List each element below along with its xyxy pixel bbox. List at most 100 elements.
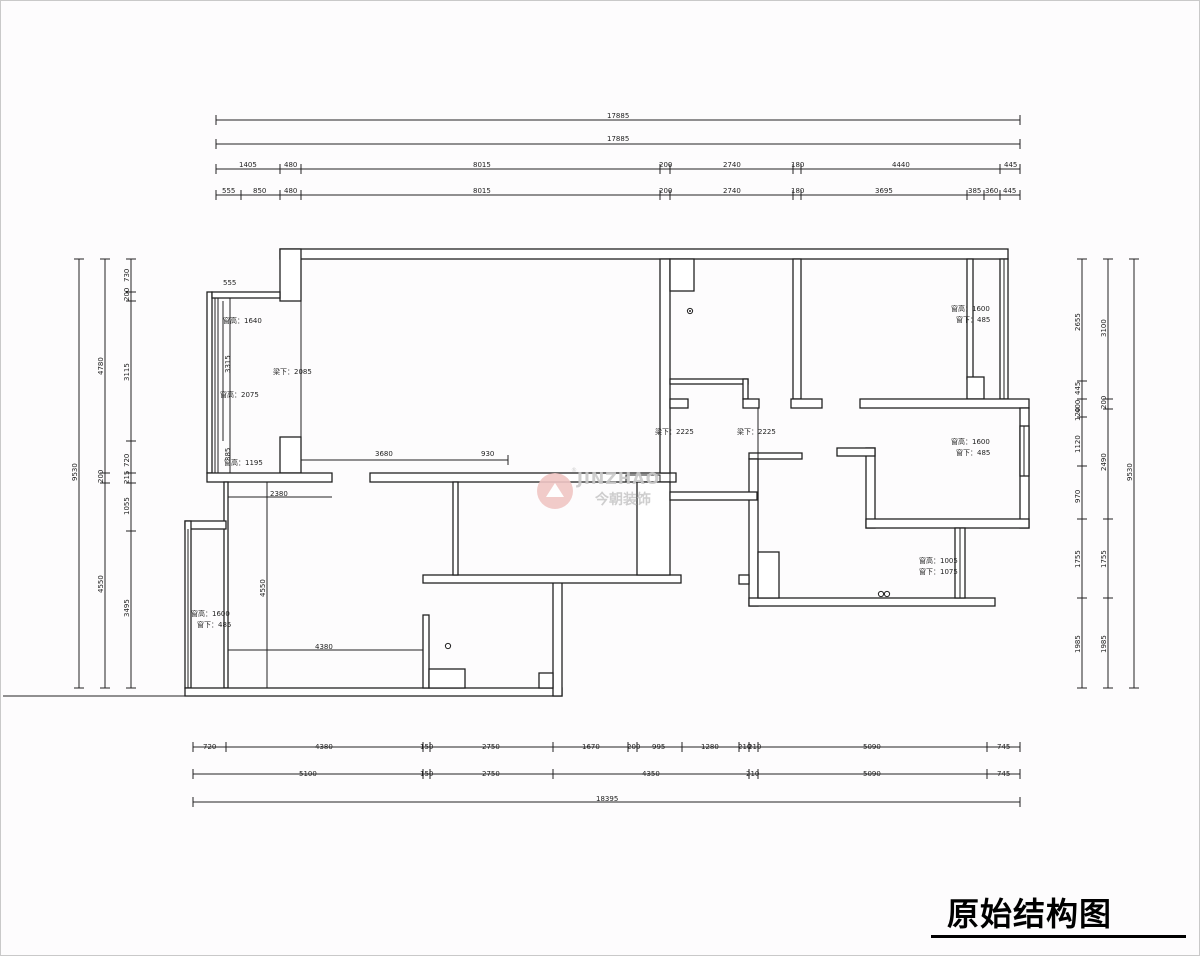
note-d-4550: 4550 bbox=[259, 579, 267, 597]
dim-bot-r1-11: 745 bbox=[997, 743, 1010, 751]
note-sill-1075: 窗下：1075 bbox=[919, 567, 958, 576]
wall-bottom-left bbox=[184, 687, 563, 697]
fixture-bath bbox=[428, 668, 466, 689]
dim-right-mid-2: 2490 bbox=[1100, 453, 1108, 471]
dim-bot-r2-6: 745 bbox=[997, 770, 1010, 778]
dim-left-mid-0: 4780 bbox=[97, 357, 105, 375]
dim-right-mid-1: 200 bbox=[1100, 396, 1108, 409]
note-beam-2225-b: 梁下：2225 bbox=[737, 427, 776, 436]
note-window-left-1600: 窗高：1600 bbox=[191, 609, 230, 618]
dim-top-r1-2: 8015 bbox=[473, 161, 491, 169]
bottom-dimension-chains: 720 4380 150 2750 1670 200 995 1280 210 … bbox=[192, 742, 1021, 807]
dim-right-mid-4: 1985 bbox=[1100, 635, 1108, 653]
dim-top-r2-8: 385 bbox=[968, 187, 981, 195]
bay-window-top bbox=[211, 291, 281, 299]
dim-right-total: 9530 bbox=[1126, 463, 1134, 481]
note-window-1640: 窗高：1640 bbox=[223, 316, 262, 325]
note-d-3680: 3680 bbox=[375, 450, 393, 458]
dim-left-mid-2: 4550 bbox=[97, 575, 105, 593]
dim-right-mid-3: 1755 bbox=[1100, 550, 1108, 568]
walls bbox=[184, 248, 1030, 697]
wall-bottom-right-left bbox=[748, 458, 759, 607]
note-window-1195: 窗高：1195 bbox=[224, 458, 263, 467]
dim-left-inner-3: 720 bbox=[123, 454, 131, 467]
dim-right-inner-0: 2655 bbox=[1074, 313, 1082, 331]
wall-kitchen-left bbox=[659, 258, 671, 474]
wall-stub-3 bbox=[790, 398, 823, 409]
dim-top-r2-0: 555 bbox=[222, 187, 235, 195]
note-window-1005: 窗高：1005 bbox=[919, 556, 958, 565]
logo-brand-cn: 今朝装饰 bbox=[595, 492, 651, 508]
dim-bot-r2-5: 5090 bbox=[863, 770, 881, 778]
wall-center-v1 bbox=[452, 481, 459, 576]
column-kitchen bbox=[669, 258, 695, 292]
note-window-right-1600: 窗高：1600 bbox=[951, 304, 990, 313]
dim-top-r1-3: 200 bbox=[659, 161, 672, 169]
wall-right-room-left bbox=[865, 447, 876, 529]
dim-top-r1-1: 480 bbox=[284, 161, 297, 169]
dim-top-total-2: 17885 bbox=[607, 135, 629, 143]
fixture-sink bbox=[538, 672, 554, 689]
note-beam-2225-a: 梁下：2225 bbox=[655, 427, 694, 436]
note-sill-left-485: 窗下：485 bbox=[197, 620, 231, 629]
dim-top-r2-4: 200 bbox=[659, 187, 672, 195]
note-d-2380: 2380 bbox=[270, 490, 288, 498]
drain-kitchen bbox=[686, 307, 694, 315]
dim-bot-r1-0: 720 bbox=[203, 743, 216, 751]
dim-right-inner-5: 970 bbox=[1074, 490, 1082, 503]
wall-left-room-bottom bbox=[206, 472, 333, 483]
dim-left-inner-0: 730 bbox=[123, 269, 131, 282]
dim-bot-r1-10: 5090 bbox=[863, 743, 881, 751]
wall-bedroom-divider bbox=[792, 258, 802, 400]
title-underline bbox=[931, 935, 1186, 938]
dim-bot-r1-3: 2750 bbox=[482, 743, 500, 751]
wall-stub-4 bbox=[738, 574, 750, 585]
dim-right-inner-6: 1755 bbox=[1074, 550, 1082, 568]
drain-bottom-right-2 bbox=[883, 590, 891, 598]
dim-top-r1-4: 2740 bbox=[723, 161, 741, 169]
dim-top-r1-0: 1405 bbox=[239, 161, 257, 169]
dim-bot-r1-6: 995 bbox=[652, 743, 665, 751]
dim-top-r2-2: 480 bbox=[284, 187, 297, 195]
dim-bot-r1-2: 150 bbox=[420, 743, 433, 751]
note-beam-2085: 梁下：2085 bbox=[273, 367, 312, 376]
dim-bot-r1-1: 4380 bbox=[315, 743, 333, 751]
drain-kitchen-dot bbox=[689, 310, 691, 312]
dim-bot-r1-5: 200 bbox=[627, 743, 640, 751]
wall-stub-1 bbox=[669, 398, 689, 409]
wall-kitchen-corner bbox=[742, 378, 749, 400]
wall-right-room-bottom bbox=[865, 518, 1030, 529]
dim-top-r1-7: 445 bbox=[1004, 161, 1017, 169]
top-dimension-chains: 17885 17885 1405 480 8015 200 2740 180 4… bbox=[215, 112, 1021, 200]
fixture-cabinet bbox=[757, 551, 780, 599]
dim-right-inner-1: 445 bbox=[1074, 382, 1082, 395]
note-sill-right-485: 窗下：485 bbox=[956, 315, 990, 324]
dim-bot-r2-1: 150 bbox=[420, 770, 433, 778]
dim-top-r2-7: 3695 bbox=[875, 187, 893, 195]
note-d-4380: 4380 bbox=[315, 643, 333, 651]
dim-bot-r1-8: 210 bbox=[738, 743, 751, 751]
dim-bot-r2-2: 2750 bbox=[482, 770, 500, 778]
logo-registered-mark: ® bbox=[571, 467, 577, 474]
wall-top bbox=[279, 248, 1009, 260]
wall-corridor-bottom bbox=[422, 574, 682, 584]
left-dimension-chains: 9530 4780 200 4550 730 200 3115 720 215 … bbox=[71, 258, 136, 689]
dim-left-inner-5: 1055 bbox=[123, 497, 131, 515]
dim-left-total: 9530 bbox=[71, 463, 79, 481]
wall-bottom-right-bottom bbox=[748, 597, 996, 607]
bay-window-left bbox=[206, 291, 213, 474]
wall-right-stub bbox=[836, 447, 876, 457]
dim-left-inner-6: 3495 bbox=[123, 599, 131, 617]
dim-top-r2-5: 2740 bbox=[723, 187, 741, 195]
dim-bot-r1-4: 1670 bbox=[582, 743, 600, 751]
wall-corridor-mid bbox=[669, 491, 758, 501]
logo-mark-icon bbox=[537, 473, 573, 509]
note-v-385: 385 bbox=[224, 448, 232, 461]
annotations: 555 窗高：1640 3315 窗高：2075 385 窗高：1195 梁下：… bbox=[191, 279, 990, 651]
dim-top-r1-6: 4440 bbox=[892, 161, 910, 169]
wall-bathroom-left bbox=[422, 614, 430, 689]
dim-top-r1-5: 180 bbox=[791, 161, 804, 169]
dim-left-inner-1: 200 bbox=[123, 288, 131, 301]
